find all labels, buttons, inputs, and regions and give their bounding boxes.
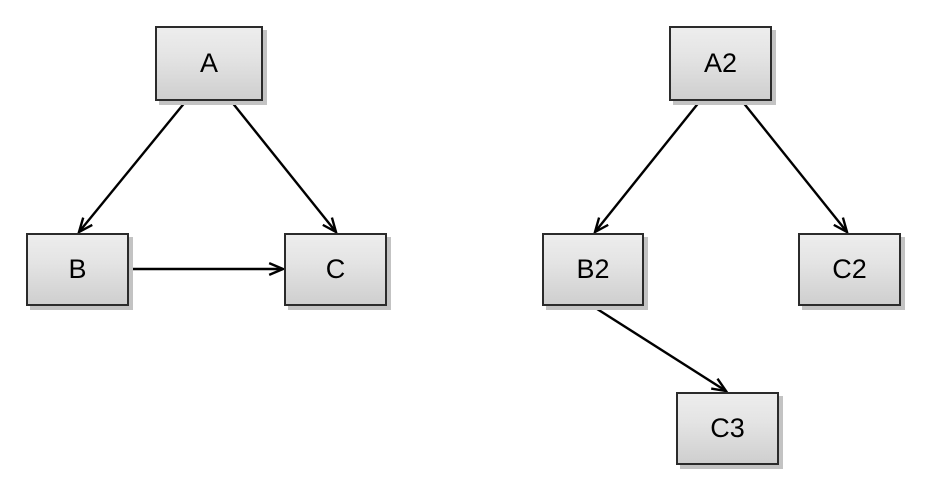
arrowhead-icon: [593, 217, 609, 235]
node-b[interactable]: B: [26, 233, 129, 306]
node-label: A2: [703, 48, 738, 78]
node-c3[interactable]: C3: [676, 392, 779, 465]
edge-a2-c2: [741, 100, 849, 235]
node-c2[interactable]: C2: [798, 233, 901, 306]
edge-a-c: [230, 100, 338, 235]
node-label: C2: [832, 254, 867, 284]
edge-a-b: [77, 100, 187, 235]
edge-a2-b2: [593, 100, 701, 235]
node-a[interactable]: A: [155, 26, 263, 101]
edge-line: [741, 100, 848, 233]
node-label: B2: [576, 254, 610, 284]
edge-line: [593, 305, 727, 393]
node-label: C: [325, 254, 346, 284]
edge-line: [230, 100, 337, 233]
edge-b-c: [129, 262, 287, 276]
arrowhead-icon: [268, 262, 287, 276]
edge-b2-c3: [593, 305, 729, 393]
node-label: C3: [710, 413, 745, 443]
arrowhead-icon: [833, 217, 849, 235]
node-b2[interactable]: B2: [542, 233, 644, 306]
node-c[interactable]: C: [284, 233, 387, 306]
arrowhead-icon: [77, 217, 93, 235]
edge-line: [594, 100, 701, 233]
arrowhead-icon: [322, 217, 338, 235]
node-label: B: [68, 254, 87, 284]
node-a2[interactable]: A2: [669, 26, 772, 101]
edge-line: [78, 100, 187, 233]
arrowhead-icon: [711, 377, 729, 393]
node-label: A: [199, 48, 218, 78]
